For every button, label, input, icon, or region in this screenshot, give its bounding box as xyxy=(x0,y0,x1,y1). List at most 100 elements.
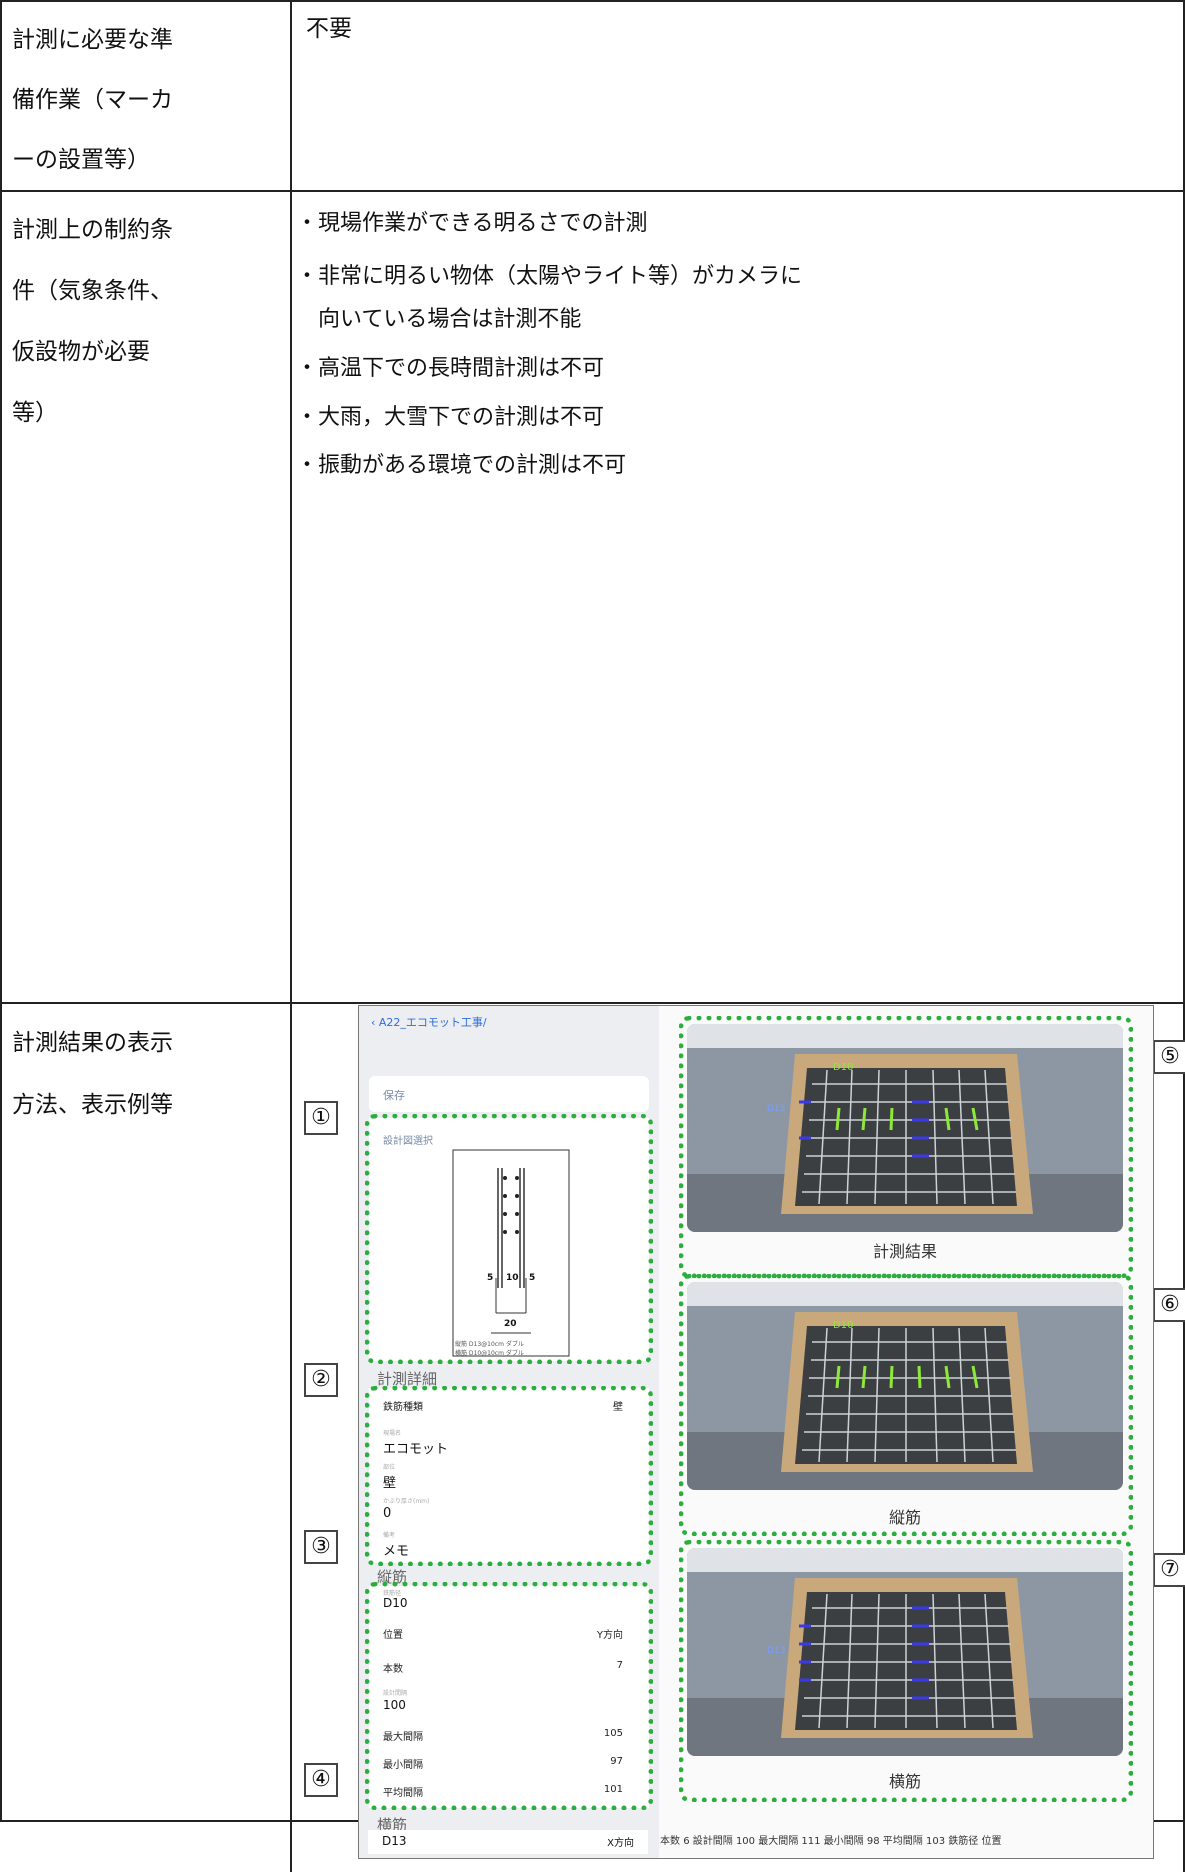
drawing-note-1: 縦筋 D13@10cm ダブル xyxy=(455,1341,524,1348)
section-horizontal-title: 横筋 xyxy=(377,1816,408,1834)
h-diameter-value[interactable]: D13 xyxy=(382,1834,407,1848)
v-min-row[interactable]: 最小間隔 97 xyxy=(383,1756,623,1772)
v-design-label: 設計間隔 xyxy=(383,1690,408,1697)
bullet-6: ・振動がある環境での計測は不可 xyxy=(296,453,627,478)
detail-site-value[interactable]: エコモット xyxy=(383,1442,449,1457)
v-max-row[interactable]: 最大間隔 105 xyxy=(383,1728,623,1744)
bullet-1: ・現場作業ができる明るさでの計測 xyxy=(296,211,648,236)
highlight-2 xyxy=(365,1386,653,1566)
h-position-label: 位置 xyxy=(981,1836,1002,1847)
v-count-row[interactable]: 本数 7 xyxy=(383,1660,623,1676)
detail-memo-value[interactable]: メモ xyxy=(383,1544,410,1559)
highlight-5 xyxy=(679,1016,1133,1278)
h-diameter-label: 鉄筋径 xyxy=(948,1836,979,1847)
h-design-value: 100 xyxy=(735,1836,756,1847)
horizontal-summary: 本数 6 設計間隔 100 最大間隔 111 最小間隔 98 平均間隔 103 … xyxy=(660,1832,1001,1847)
photo-result[interactable]: D10 D13 xyxy=(687,1024,1123,1232)
chevron-left-icon: ‹ xyxy=(371,1016,379,1029)
highlight-7 xyxy=(679,1540,1133,1802)
wall-section-drawing xyxy=(452,1149,570,1357)
v-count-label: 本数 xyxy=(383,1664,403,1675)
caption-result: 計測結果 xyxy=(872,1242,937,1261)
bullet-4: ・高温下での長時間計測は不可 xyxy=(296,356,605,381)
v-max-label: 最大間隔 xyxy=(383,1732,423,1743)
section-vertical-title: 縦筋 xyxy=(377,1568,408,1586)
save-button[interactable]: 保存 xyxy=(369,1076,649,1112)
back-link[interactable]: ‹ A22_エコモット工事/ xyxy=(371,1014,487,1030)
dim-left: 5 xyxy=(487,1273,494,1283)
photo-result-side-label: D13 xyxy=(767,1104,786,1114)
bullet-2: ・非常に明るい物体（太陽やライト等）がカメラに xyxy=(296,264,803,289)
row2-label: 計測上の制約条 件（気象条件、 仮設物が必要 等） xyxy=(12,200,282,444)
horizontal-panel: D13 X方向 xyxy=(368,1830,648,1854)
row1-label-line1: 計測に必要な準 xyxy=(12,27,173,53)
highlight-1 xyxy=(365,1114,653,1364)
photo-horizontal-image xyxy=(687,1548,1123,1756)
dim-mid: 10 xyxy=(506,1273,519,1283)
marker-1: ① xyxy=(304,1101,338,1135)
photo-horizontal[interactable]: D13 xyxy=(687,1548,1123,1756)
dim-bottom: 20 xyxy=(504,1319,517,1329)
marker-5: ⑤ xyxy=(1153,1040,1185,1074)
caption-vertical: 縦筋 xyxy=(888,1508,921,1527)
app-left-pane: ‹ A22_エコモット工事/ 保存 設計図選択 5 xyxy=(359,1006,659,1858)
back-link-label: A22_エコモット工事/ xyxy=(378,1016,487,1029)
row3-label: 計測結果の表示 方法、表示例等 xyxy=(12,1012,282,1136)
marker-4: ④ xyxy=(304,1763,338,1797)
section-detail-title: 計測詳細 xyxy=(377,1370,438,1388)
h-count-value: 6 xyxy=(683,1836,690,1847)
row2-label-line1: 計測上の制約条 xyxy=(12,217,173,243)
app-screenshot: ‹ A22_エコモット工事/ 保存 設計図選択 5 xyxy=(358,1005,1154,1859)
marker-3: ③ xyxy=(304,1530,338,1564)
v-position-label: 位置 xyxy=(383,1630,403,1641)
v-diameter-label: 鉄筋径 xyxy=(383,1590,402,1597)
photo-vertical[interactable]: D10 xyxy=(687,1282,1123,1490)
detail-cover-label: かぶり厚さ(mm) xyxy=(383,1498,430,1505)
table-column-divider xyxy=(290,0,292,1872)
h-min-label: 最小間隔 xyxy=(823,1836,864,1847)
h-design-label: 設計間隔 xyxy=(692,1836,733,1847)
detail-item-type-value: 壁 xyxy=(613,1402,623,1413)
design-panel[interactable]: 設計図選択 5 10 5 20 縦筋 D13@10cm ダブル 横 xyxy=(369,1118,649,1361)
bullet-3: 向いている場合は計測不能 xyxy=(296,307,582,332)
v-design-value[interactable]: 100 xyxy=(383,1698,406,1712)
vertical-panel: 鉄筋径 D10 位置 Y方向 本数 7 設計間隔 100 最大間隔 105 最小… xyxy=(369,1586,649,1808)
marker-6: ⑥ xyxy=(1153,1288,1185,1322)
v-diameter-value[interactable]: D10 xyxy=(383,1596,408,1610)
v-position-row[interactable]: 位置 Y方向 xyxy=(383,1626,623,1642)
table-row-divider-1 xyxy=(0,190,1185,192)
row1-content: 不要 xyxy=(306,16,352,42)
row1-label: 計測に必要な準 備作業（マーカ ーの設置等） xyxy=(12,10,282,190)
row3-label-line2: 方法、表示例等 xyxy=(12,1092,173,1118)
v-avg-row[interactable]: 平均間隔 101 xyxy=(383,1784,623,1800)
table-border-left xyxy=(0,0,2,1820)
h-count-label: 本数 xyxy=(660,1836,680,1847)
photo-horizontal-side-label: D13 xyxy=(767,1646,786,1656)
photo-result-image xyxy=(687,1024,1123,1232)
h-max-label: 最大間隔 xyxy=(758,1836,799,1847)
table-border-top xyxy=(0,0,1185,2)
app-right-pane: D10 D13 計測結果 xyxy=(659,1006,1153,1858)
detail-panel: 鉄筋種類 壁 現場名 エコモット 部位 壁 かぶり厚さ(mm) 0 備考 メモ xyxy=(369,1388,649,1563)
h-min-value: 98 xyxy=(866,1836,880,1847)
marker-7: ⑦ xyxy=(1153,1553,1185,1587)
row2-label-line4: 等） xyxy=(12,400,58,426)
v-max-value: 105 xyxy=(603,1728,623,1739)
detail-memo-label: 備考 xyxy=(383,1532,396,1539)
photo-vertical-image xyxy=(687,1282,1123,1490)
row1-label-line2: 備作業（マーカ xyxy=(12,87,173,113)
h-avg-value: 103 xyxy=(925,1836,946,1847)
row3-label-line1: 計測結果の表示 xyxy=(12,1030,173,1056)
h-position-value[interactable]: X方向 xyxy=(607,1838,634,1849)
table-border-right xyxy=(1183,0,1185,1872)
v-min-label: 最小間隔 xyxy=(383,1760,423,1771)
save-button-label: 保存 xyxy=(383,1089,405,1102)
v-avg-value: 101 xyxy=(603,1784,623,1795)
row2-label-line2: 件（気象条件、 xyxy=(12,278,173,304)
photo-vertical-top-label: D10 xyxy=(833,1320,854,1331)
detail-cover-value[interactable]: 0 xyxy=(383,1506,392,1521)
detail-item-type[interactable]: 鉄筋種類 壁 xyxy=(383,1398,623,1414)
detail-item-type-label: 鉄筋種類 xyxy=(383,1402,423,1413)
detail-part-value[interactable]: 壁 xyxy=(383,1476,397,1491)
h-max-value: 111 xyxy=(801,1836,821,1847)
